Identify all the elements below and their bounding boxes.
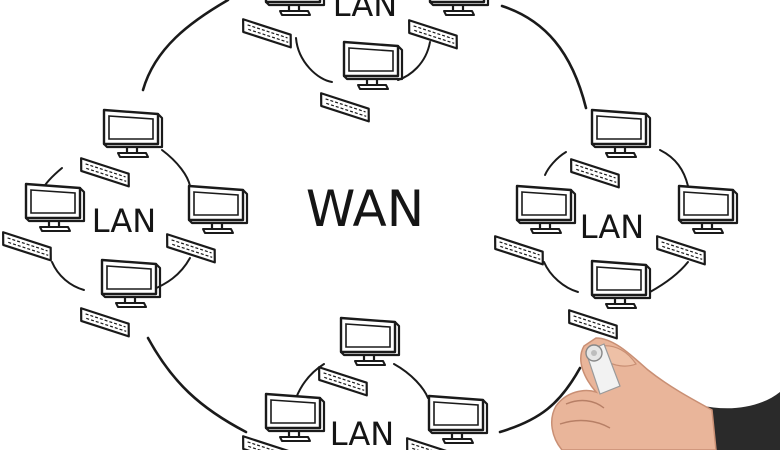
- keyboard-icon: [490, 235, 548, 266]
- keyboard-icon: [76, 157, 134, 188]
- keyboard-icon: [316, 92, 374, 123]
- computer-icon: [590, 108, 652, 159]
- lan-left: LAN: [0, 108, 249, 338]
- marker-icon: [585, 343, 621, 395]
- keyboard-icon: [0, 231, 56, 262]
- computer-icon: [339, 316, 401, 367]
- keyboard-icon: [566, 158, 624, 189]
- computer-icon: [428, 0, 490, 17]
- lan-right: LAN: [490, 108, 739, 340]
- computer-icon: [100, 258, 162, 309]
- keyboard-icon: [652, 235, 710, 266]
- keyboard-icon: [76, 307, 134, 338]
- computer-icon: [102, 108, 164, 159]
- lan-links: [41, 37, 689, 399]
- computer-icon: [187, 184, 249, 235]
- computer-icon: [342, 40, 404, 91]
- computer-icon: [264, 392, 326, 443]
- keyboard-icon: [238, 18, 296, 49]
- lan-top: LAN: [238, 0, 490, 123]
- wan-label: WAN: [306, 180, 424, 238]
- computer-icon: [515, 184, 577, 235]
- keyboard-icon: [314, 366, 372, 397]
- lan-label: LAN: [333, 0, 397, 24]
- computer-icon: [590, 259, 652, 310]
- computer-icon: [264, 0, 326, 17]
- computer-icon: [427, 394, 489, 445]
- lan-label: LAN: [580, 208, 644, 246]
- keyboard-icon: [404, 19, 462, 50]
- computer-icon: [24, 182, 86, 233]
- computer-icon: [677, 184, 739, 235]
- lan-label: LAN: [330, 415, 394, 450]
- lan-label: LAN: [92, 202, 156, 240]
- lan-bottom: LAN: [238, 316, 489, 450]
- wan-ring: [141, 0, 588, 434]
- keyboard-icon: [564, 309, 622, 340]
